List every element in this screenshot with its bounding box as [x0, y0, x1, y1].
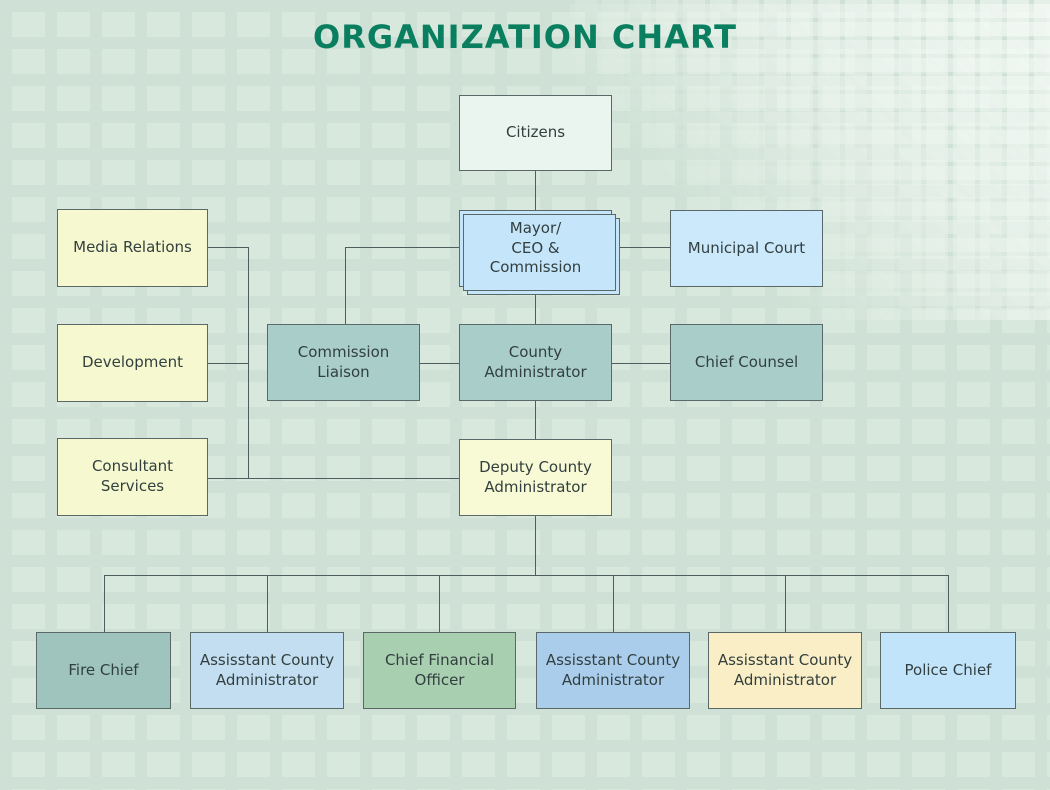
node-county-administrator[interactable]: County Administrator	[459, 324, 612, 401]
connector-stub-aca2	[613, 575, 614, 632]
connector-stub-cfo	[439, 575, 440, 632]
node-label: Fire Chief	[68, 660, 139, 679]
connector-stub-fire-chief	[104, 575, 105, 632]
node-label: Municipal Court	[687, 238, 806, 257]
node-label: Commission Liaison	[297, 342, 390, 381]
node-label: Consultant Services	[91, 457, 174, 495]
connector-mayor-liaison-v	[345, 247, 346, 324]
node-label: Assisstant County Administrator	[717, 650, 853, 689]
node-police-chief[interactable]: Police Chief	[880, 632, 1016, 709]
connector-media-spine	[208, 247, 249, 248]
connector-left-spine	[248, 247, 249, 478]
node-chief-financial-officer[interactable]: Chief Financial Officer	[363, 632, 516, 709]
node-label: Police Chief	[904, 660, 992, 679]
connector-consultant-deputy	[208, 478, 459, 479]
node-municipal-court[interactable]: Municipal Court	[670, 210, 823, 287]
node-assistant-county-administrator-2[interactable]: Assisstant County Administrator	[536, 632, 690, 709]
node-label: Assisstant County Administrator	[199, 650, 335, 689]
connector-mayor-countyadmin	[535, 287, 536, 324]
connector-countyadmin-deputy	[535, 401, 536, 439]
node-label: County Administrator	[484, 342, 587, 381]
node-citizens[interactable]: Citizens	[459, 95, 612, 171]
connector-mayor-liaison-h	[345, 247, 459, 248]
connector-development-spine	[208, 363, 249, 364]
connector-deputy-bus	[535, 516, 536, 576]
page-title: ORGANIZATION CHART	[313, 18, 737, 56]
node-label: Media Relations	[73, 238, 192, 257]
connector-stub-police-chief	[948, 575, 949, 632]
node-label: Development	[82, 353, 183, 372]
node-development[interactable]: Development	[57, 324, 208, 402]
connector-liaison-countyadmin	[420, 363, 459, 364]
node-label: Chief Counsel	[694, 352, 799, 371]
node-chief-counsel[interactable]: Chief Counsel	[670, 324, 823, 401]
connector-stub-aca1	[267, 575, 268, 632]
node-label: Assisstant County Administrator	[545, 650, 681, 689]
node-label: Mayor/ CEO & Commission	[489, 218, 582, 277]
node-fire-chief[interactable]: Fire Chief	[36, 632, 171, 709]
connector-distribution-bus	[104, 575, 949, 576]
node-consultant-services[interactable]: Consultant Services	[57, 438, 208, 516]
node-label: Citizens	[505, 123, 566, 142]
node-mayor-ceo-commission[interactable]: Mayor/ CEO & Commission	[459, 210, 612, 287]
connector-mayor-court	[612, 247, 670, 248]
node-label: Deputy County Administrator	[479, 457, 592, 496]
node-media-relations[interactable]: Media Relations	[57, 209, 208, 287]
node-assistant-county-administrator-3[interactable]: Assisstant County Administrator	[708, 632, 862, 709]
node-label: Chief Financial Officer	[384, 650, 495, 689]
node-commission-liaison[interactable]: Commission Liaison	[267, 324, 420, 401]
connector-stub-aca3	[785, 575, 786, 632]
node-deputy-county-administrator[interactable]: Deputy County Administrator	[459, 439, 612, 516]
connector-citizens-mayor	[535, 171, 536, 210]
node-assistant-county-administrator-1[interactable]: Assisstant County Administrator	[190, 632, 344, 709]
connector-countyadmin-counsel	[612, 363, 670, 364]
